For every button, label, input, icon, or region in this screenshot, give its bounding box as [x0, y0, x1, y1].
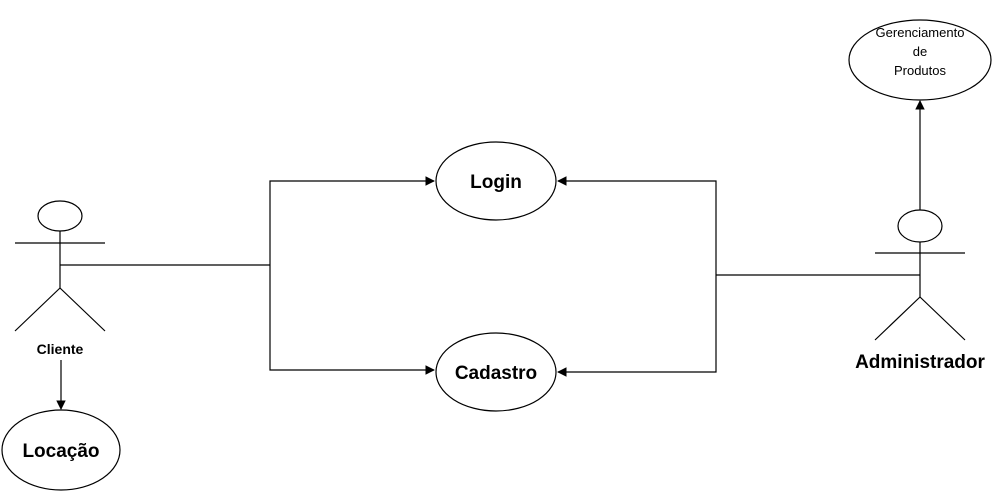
- actor-cliente-label: Cliente: [37, 341, 84, 357]
- actor-cliente-head: [37, 200, 83, 232]
- use-case-cadastro[interactable]: Cadastro: [435, 332, 557, 412]
- actor-administrador-leg-right: [919, 296, 966, 341]
- actor-cliente[interactable]: Cliente: [14, 200, 106, 357]
- actor-administrador-leg-left: [874, 296, 921, 341]
- use-case-gerenciamento-produtos[interactable]: Gerenciamento de Produtos: [848, 19, 992, 101]
- actor-cliente-leg-right: [59, 287, 106, 332]
- actor-administrador[interactable]: Administrador: [855, 209, 986, 373]
- use-case-login-ellipse: [435, 141, 557, 221]
- use-case-locacao-ellipse: [1, 409, 121, 491]
- use-case-login[interactable]: Login: [435, 141, 557, 221]
- connector-administrador-cadastro: [557, 275, 717, 377]
- connector-cliente-cadastro: [269, 265, 435, 375]
- use-case-gerenciamento-ellipse: [848, 19, 992, 101]
- use-case-cadastro-label: Cadastro: [455, 363, 537, 384]
- use-case-gerenciamento-label-line-1: Gerenciamento: [876, 25, 965, 40]
- use-case-gerenciamento-label-line-2: de: [913, 44, 927, 59]
- actor-administrador-label: Administrador: [855, 352, 985, 373]
- use-case-gerenciamento-label-line-3: Produtos: [894, 63, 947, 78]
- actor-administrador-head: [897, 209, 943, 243]
- use-case-login-label: Login: [470, 172, 522, 193]
- actor-cliente-leg-left: [14, 287, 61, 332]
- connector-cliente-login: [269, 176, 435, 265]
- use-case-cadastro-ellipse: [435, 332, 557, 412]
- use-case-locacao-label: Locação: [22, 441, 99, 462]
- connector-administrador-login: [557, 176, 717, 275]
- use-case-locacao[interactable]: Locação: [1, 409, 121, 491]
